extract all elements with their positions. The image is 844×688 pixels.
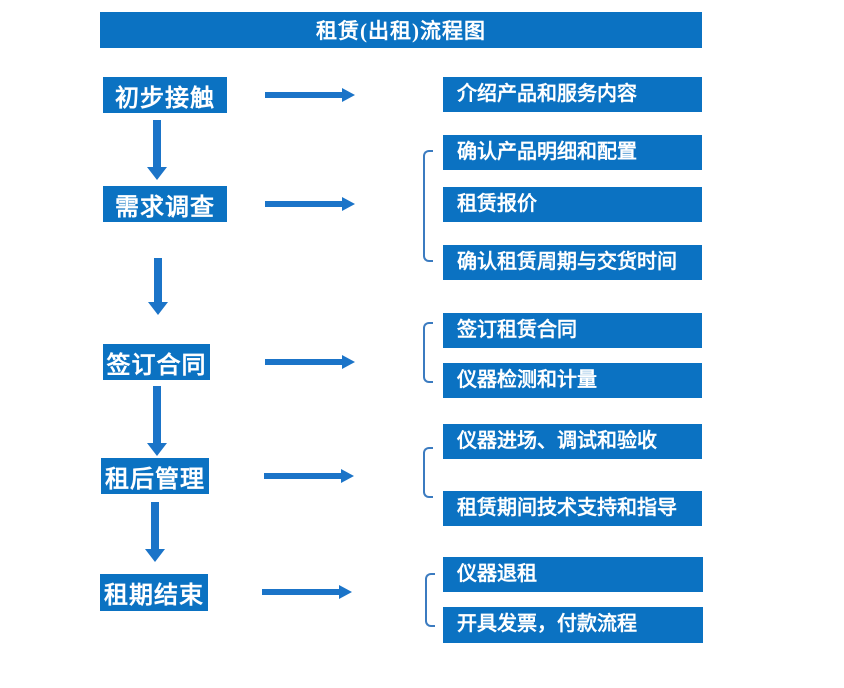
stage-box-sign-contract: 签订合同 (103, 344, 210, 380)
down-arrow-head (148, 302, 168, 315)
right-arrow-shaft (262, 589, 340, 595)
stage-box-demand-survey: 需求调查 (103, 186, 227, 222)
down-arrow-head (147, 167, 167, 180)
detail-box-rental-quote: 租赁报价 (443, 187, 702, 222)
stage-box-post-rental-management: 租后管理 (101, 458, 209, 494)
down-arrow-1 (147, 120, 167, 180)
down-arrow-3 (147, 386, 167, 456)
down-arrow-shaft (154, 258, 162, 303)
down-arrow-shaft (151, 502, 159, 550)
right-arrow-head (342, 197, 355, 211)
right-arrow-head (341, 469, 354, 483)
down-arrow-4 (145, 502, 165, 562)
right-arrow-shaft (265, 92, 343, 98)
detail-box-sign-rental-contract: 签订租赁合同 (443, 313, 702, 348)
right-arrow-shaft (265, 359, 343, 365)
detail-box-instrument-inspection: 仪器检测和计量 (443, 363, 702, 398)
right-arrow-head (342, 88, 355, 102)
detail-box-introduce-products: 介绍产品和服务内容 (443, 77, 702, 112)
stage-box-initial-contact: 初步接触 (103, 77, 227, 113)
right-arrow-5 (262, 585, 352, 599)
detail-box-invoice-payment: 开具发票，付款流程 (443, 607, 703, 643)
down-arrow-shaft (153, 386, 161, 444)
group-bracket-post-rental (423, 447, 433, 498)
detail-box-instrument-return: 仪器退租 (443, 557, 703, 592)
down-arrow-shaft (153, 120, 161, 168)
detail-box-confirm-rental-period: 确认租赁周期与交货时间 (443, 245, 702, 280)
down-arrow-head (145, 549, 165, 562)
flowchart-title: 租赁(出租)流程图 (100, 12, 702, 48)
right-arrow-1 (265, 88, 355, 102)
stage-box-rental-end: 租期结束 (100, 574, 208, 611)
right-arrow-4 (264, 469, 354, 483)
right-arrow-2 (265, 197, 355, 211)
group-bracket-demand-survey (423, 150, 433, 262)
group-bracket-sign-contract (423, 322, 433, 383)
right-arrow-shaft (264, 473, 342, 479)
right-arrow-head (342, 355, 355, 369)
right-arrow-shaft (265, 201, 343, 207)
detail-box-rental-tech-support: 租赁期间技术支持和指导 (443, 491, 702, 526)
right-arrow-head (339, 585, 352, 599)
detail-box-confirm-product-details: 确认产品明细和配置 (443, 135, 702, 170)
detail-box-instrument-setup-acceptance: 仪器进场、调试和验收 (443, 424, 702, 459)
group-bracket-rental-end (425, 573, 435, 627)
down-arrow-2 (148, 258, 168, 315)
down-arrow-head (147, 443, 167, 456)
right-arrow-3 (265, 355, 355, 369)
